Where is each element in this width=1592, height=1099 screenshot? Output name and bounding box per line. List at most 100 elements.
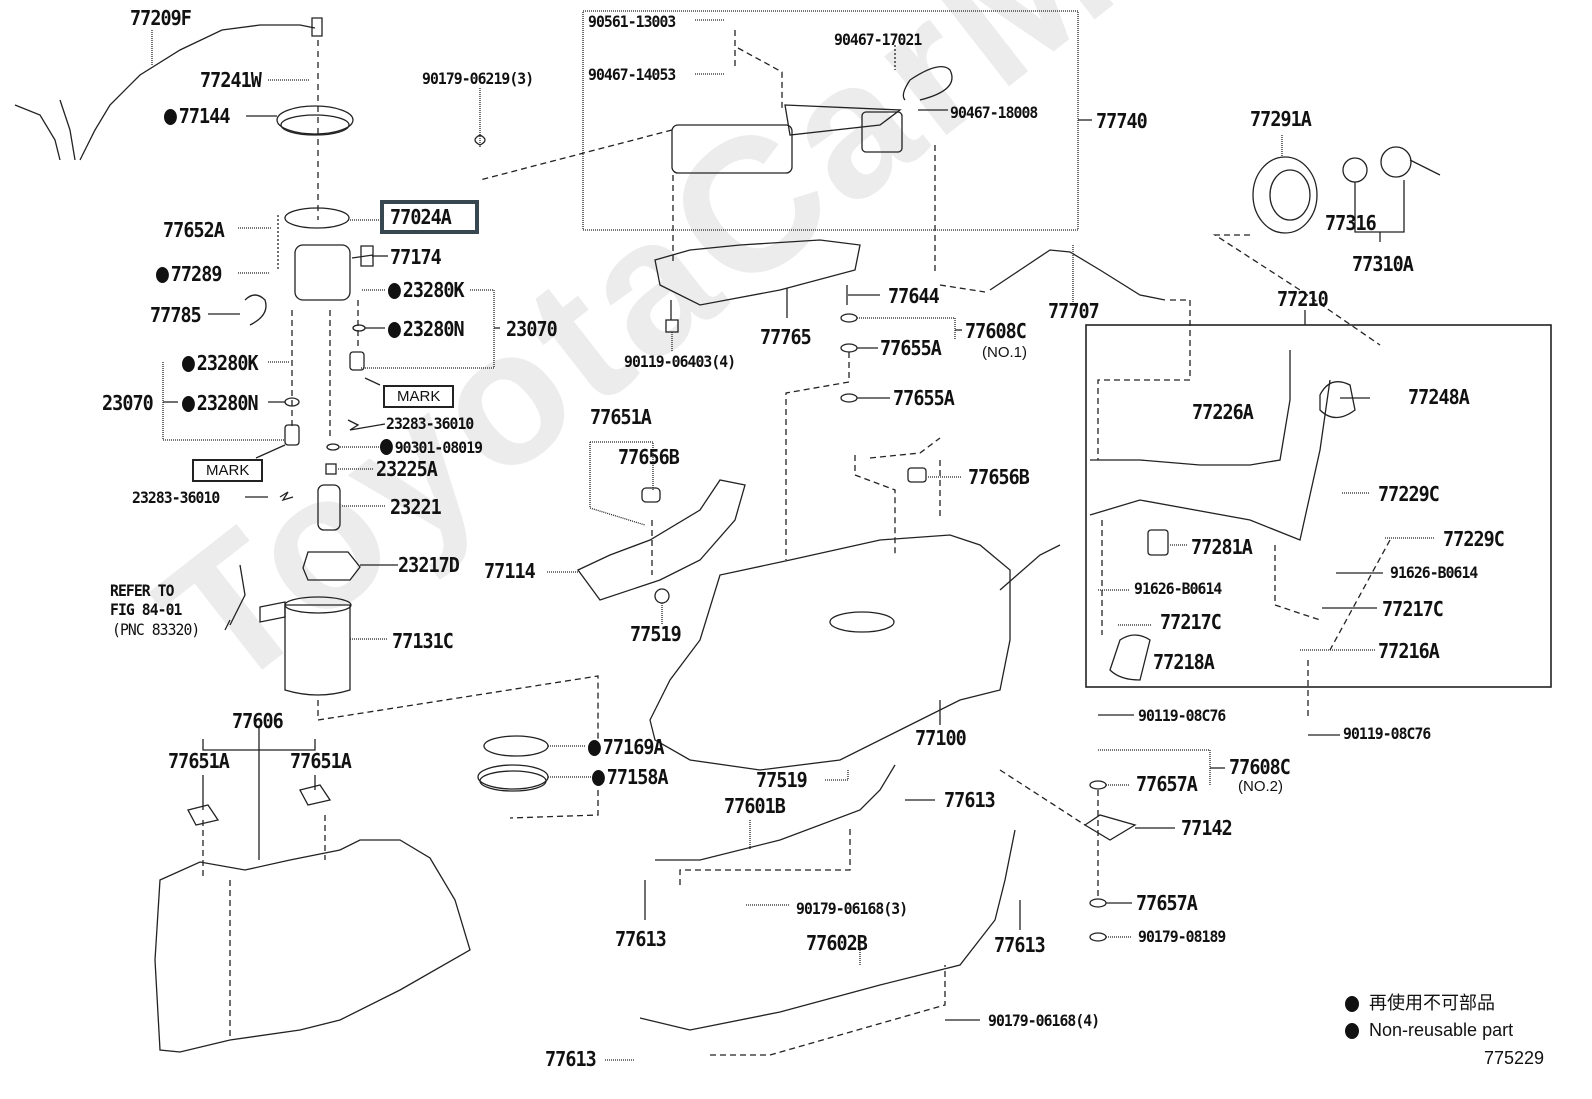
part-label-77209F[interactable]: 77209F: [130, 6, 192, 30]
part-label-77248A[interactable]: 77248A: [1408, 385, 1470, 409]
part-label-77613[interactable]: 77613: [615, 927, 667, 951]
part-label-90119-06403[interactable]: 90119-06403(4): [624, 352, 736, 371]
mark-callout: MARK: [383, 385, 455, 408]
part-label-90179-06168-4[interactable]: 90179-06168(4): [988, 1011, 1100, 1030]
protector-77114: [577, 479, 746, 601]
part-label-77601B[interactable]: 77601B: [724, 794, 786, 818]
part-label-77216A[interactable]: 77216A: [1378, 639, 1440, 663]
canister: [671, 124, 793, 174]
part-label-77226A[interactable]: 77226A: [1192, 400, 1254, 424]
part-label-77644[interactable]: 77644: [888, 284, 940, 308]
non-reusable-dot-icon: [388, 283, 401, 299]
part-label-77656B[interactable]: 77656B: [968, 465, 1030, 489]
legend: 再使用不可部品 Non-reusable part: [1345, 990, 1513, 1044]
part-label-77291A[interactable]: 77291A: [1250, 107, 1312, 131]
part-label-90179-06168-3[interactable]: 90179-06168(3): [796, 899, 908, 918]
part-label-90467-18008[interactable]: 90467-18008: [950, 103, 1038, 122]
part-label-77651A[interactable]: 77651A: [168, 749, 230, 773]
part-label-90301-08019[interactable]: 90301-08019: [380, 439, 483, 456]
part-label-23283-36010[interactable]: 23283-36010: [386, 414, 474, 433]
part-label-77740[interactable]: 77740: [1096, 109, 1148, 133]
refer-note-line2: FIG 84-01: [110, 600, 182, 619]
part-label-77613[interactable]: 77613: [994, 933, 1046, 957]
part-label-77158A[interactable]: 77158A: [592, 767, 669, 787]
part-label-77656B[interactable]: 77656B: [618, 445, 680, 469]
part-label-77655A[interactable]: 77655A: [893, 386, 955, 410]
refer-note-line1: REFER TO: [110, 581, 174, 600]
part-label-77519[interactable]: 77519: [756, 768, 808, 792]
part-label-77217C[interactable]: 77217C: [1382, 597, 1444, 621]
non-reusable-dot-icon: [164, 109, 177, 125]
fuel-tank-77100: [649, 534, 1011, 771]
part-label-77765[interactable]: 77765: [760, 325, 812, 349]
wire-harness-77209F: [14, 24, 316, 161]
non-reusable-dot-icon: [1345, 995, 1359, 1012]
part-label-77174[interactable]: 77174: [390, 245, 442, 269]
mark-callout: MARK: [192, 459, 264, 482]
part-label-23280N[interactable]: 23280N: [388, 319, 465, 339]
part-label-77100[interactable]: 77100: [915, 726, 967, 750]
part-label-77608C[interactable]: 77608C: [1229, 755, 1291, 779]
part-label-77229C[interactable]: 77229C: [1378, 482, 1440, 506]
part-label-77289[interactable]: 77289: [156, 264, 222, 284]
part-label-77651A[interactable]: 77651A: [590, 405, 652, 429]
fuel-pump-23221: [317, 484, 341, 531]
part-label-77281A[interactable]: 77281A: [1191, 535, 1253, 559]
legend-item: Non-reusable part: [1345, 1017, 1513, 1044]
part-label-90119-08C76[interactable]: 90119-08C76: [1138, 706, 1226, 725]
part-label-77613[interactable]: 77613: [545, 1047, 597, 1071]
part-label-77241W[interactable]: 77241W: [200, 68, 262, 92]
part-label-77316[interactable]: 77316: [1325, 211, 1377, 235]
part-label-23283-36010[interactable]: 23283-36010: [132, 488, 220, 507]
part-label-77131C[interactable]: 77131C: [392, 629, 454, 653]
part-label-77652A[interactable]: 77652A: [163, 218, 225, 242]
part-label-77169A[interactable]: 77169A: [588, 737, 665, 757]
sub-tank-77131C: [284, 604, 351, 696]
pump-base-23217D: [302, 551, 361, 581]
part-label-23225A[interactable]: 23225A: [376, 457, 438, 481]
part-label-77613[interactable]: 77613: [944, 788, 996, 812]
part-label-77217C[interactable]: 77217C: [1160, 610, 1222, 634]
part-label-77608C[interactable]: 77608C: [965, 319, 1027, 343]
non-reusable-dot-icon: [380, 439, 393, 455]
part-label-77707[interactable]: 77707: [1048, 299, 1100, 323]
part-label-77519[interactable]: 77519: [630, 622, 682, 646]
pump-flange-77024A: [284, 207, 350, 229]
part-label-90119-08C76[interactable]: 90119-08C76: [1343, 724, 1431, 743]
part-label-90467-14053[interactable]: 90467-14053: [588, 65, 676, 84]
part-label-77657A[interactable]: 77657A: [1136, 891, 1198, 915]
part-label-23070[interactable]: 23070: [102, 391, 154, 415]
part-label-77144[interactable]: 77144: [164, 106, 230, 126]
part-label-77785[interactable]: 77785: [150, 303, 202, 327]
part-label-77218A[interactable]: 77218A: [1153, 650, 1215, 674]
part-label-77651A[interactable]: 77651A: [290, 749, 352, 773]
filler-door-77291A: [1252, 156, 1318, 234]
part-label-90467-17021[interactable]: 90467-17021: [834, 30, 922, 49]
part-label-23217D[interactable]: 23217D: [398, 553, 460, 577]
part-label-23280K[interactable]: 23280K: [388, 280, 465, 300]
pump-module: [294, 244, 351, 301]
part-label-77655A[interactable]: 77655A: [880, 336, 942, 360]
part-label-77229C[interactable]: 77229C: [1443, 527, 1505, 551]
non-reusable-dot-icon: [182, 396, 195, 412]
part-label-91626-B0614[interactable]: 91626-B0614: [1390, 563, 1478, 582]
part-label-90179-06219[interactable]: 90179-06219(3): [422, 69, 534, 88]
part-label-23280N[interactable]: 23280N: [182, 393, 259, 413]
part-label-91626-B0614[interactable]: 91626-B0614: [1134, 579, 1222, 598]
part-label-77310A[interactable]: 77310A: [1352, 252, 1414, 276]
part-label-23221[interactable]: 23221: [390, 495, 442, 519]
part-label-77142[interactable]: 77142: [1181, 816, 1233, 840]
part-label-77657A[interactable]: 77657A: [1136, 772, 1198, 796]
part-label-77602B[interactable]: 77602B: [806, 931, 868, 955]
part-label-77210[interactable]: 77210: [1277, 287, 1329, 311]
part-label-23070[interactable]: 23070: [506, 317, 558, 341]
part-label-77024A[interactable]: 77024A: [390, 205, 452, 229]
part-label-77606[interactable]: 77606: [232, 709, 284, 733]
non-reusable-dot-icon: [182, 356, 195, 372]
part-label-90179-08189[interactable]: 90179-08189: [1138, 927, 1226, 946]
part-label-23280K[interactable]: 23280K: [182, 353, 259, 373]
part-label-77114[interactable]: 77114: [484, 559, 536, 583]
figure-number: 775229: [1484, 1048, 1545, 1068]
part-label-90561-13003[interactable]: 90561-13003: [588, 12, 676, 31]
